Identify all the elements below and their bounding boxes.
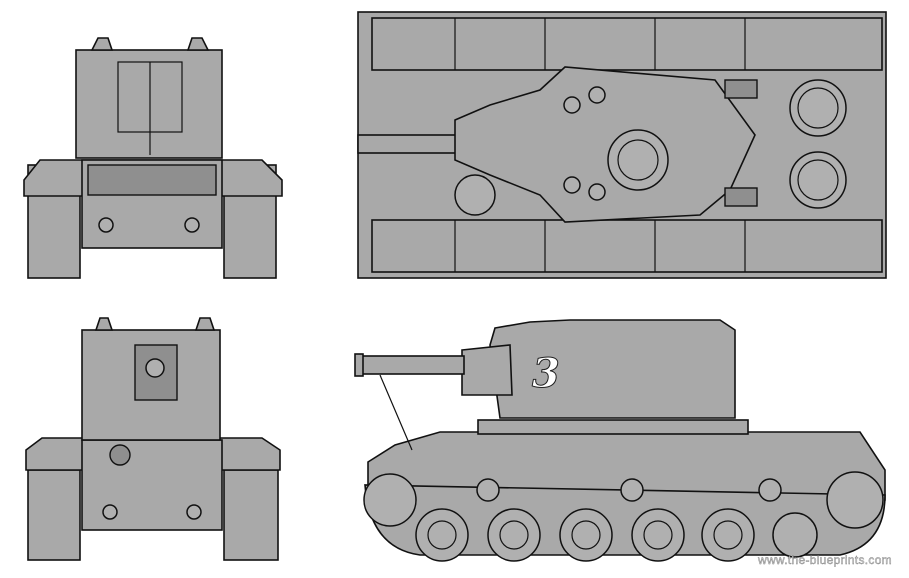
watermark: www.the-blueprints.com	[758, 553, 892, 567]
rear-view	[25, 317, 281, 561]
side-view	[354, 319, 886, 562]
front-view	[23, 37, 283, 279]
turret-number: 3	[532, 350, 561, 398]
top-view	[357, 11, 887, 279]
